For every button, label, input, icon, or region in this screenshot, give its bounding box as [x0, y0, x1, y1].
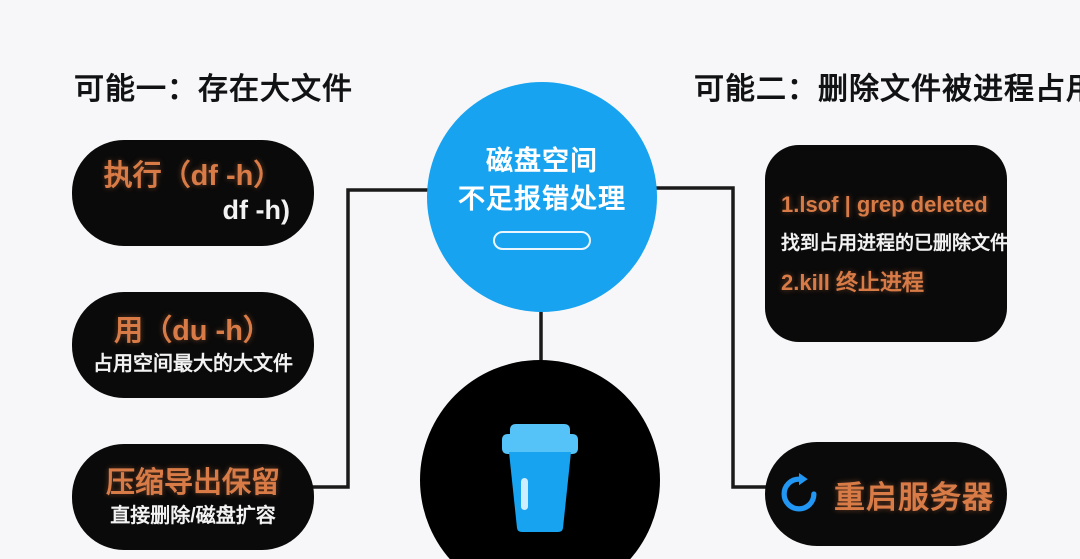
card-compress-title: 压缩导出保留 — [105, 467, 280, 499]
central-title-line-2: 不足报错处理 — [458, 183, 626, 214]
trash-can-icon — [502, 424, 578, 532]
card-df-subtitle: df -h) — [222, 195, 290, 225]
heading-possibility-one: 可能一：存在大文件 — [74, 73, 353, 106]
card-lsof-kill-steps[interactable]: 1.lsof | grep deleted 找到占用进程的已删除文件 2.kil… — [765, 145, 1007, 342]
central-topic-node[interactable]: 磁盘空间 不足报错处理 — [427, 82, 657, 312]
restart-refresh-icon — [781, 473, 817, 512]
step-kill-process: 2.kill 终止进程 — [781, 269, 925, 295]
card-df-title: 执行（df -h） — [103, 160, 283, 192]
central-underline-pill — [493, 230, 591, 250]
heading-possibility-two: 可能二：删除文件被进程占用 — [694, 73, 1080, 106]
card-du-check[interactable]: 用（du -h） 占用空间最大的大文件 — [72, 292, 314, 398]
card-compress-subtitle: 直接删除/磁盘扩容 — [110, 505, 276, 527]
card-df-check[interactable]: 执行（df -h） df -h) — [72, 140, 314, 246]
card-restart-server[interactable]: 重启服务器 — [765, 442, 1007, 546]
central-title-line-1: 磁盘空间 — [486, 145, 598, 176]
card-du-subtitle: 占用空间最大的大文件 — [93, 353, 293, 375]
card-du-title: 用（du -h） — [114, 315, 272, 347]
restart-server-label: 重启服务器 — [834, 479, 994, 515]
step-lsof-note: 找到占用进程的已删除文件 — [781, 232, 1007, 254]
step-lsof-grep-deleted: 1.lsof | grep deleted — [781, 191, 988, 217]
card-compress-export[interactable]: 压缩导出保留 直接删除/磁盘扩容 — [72, 444, 314, 550]
delete-files-node[interactable] — [420, 360, 660, 559]
